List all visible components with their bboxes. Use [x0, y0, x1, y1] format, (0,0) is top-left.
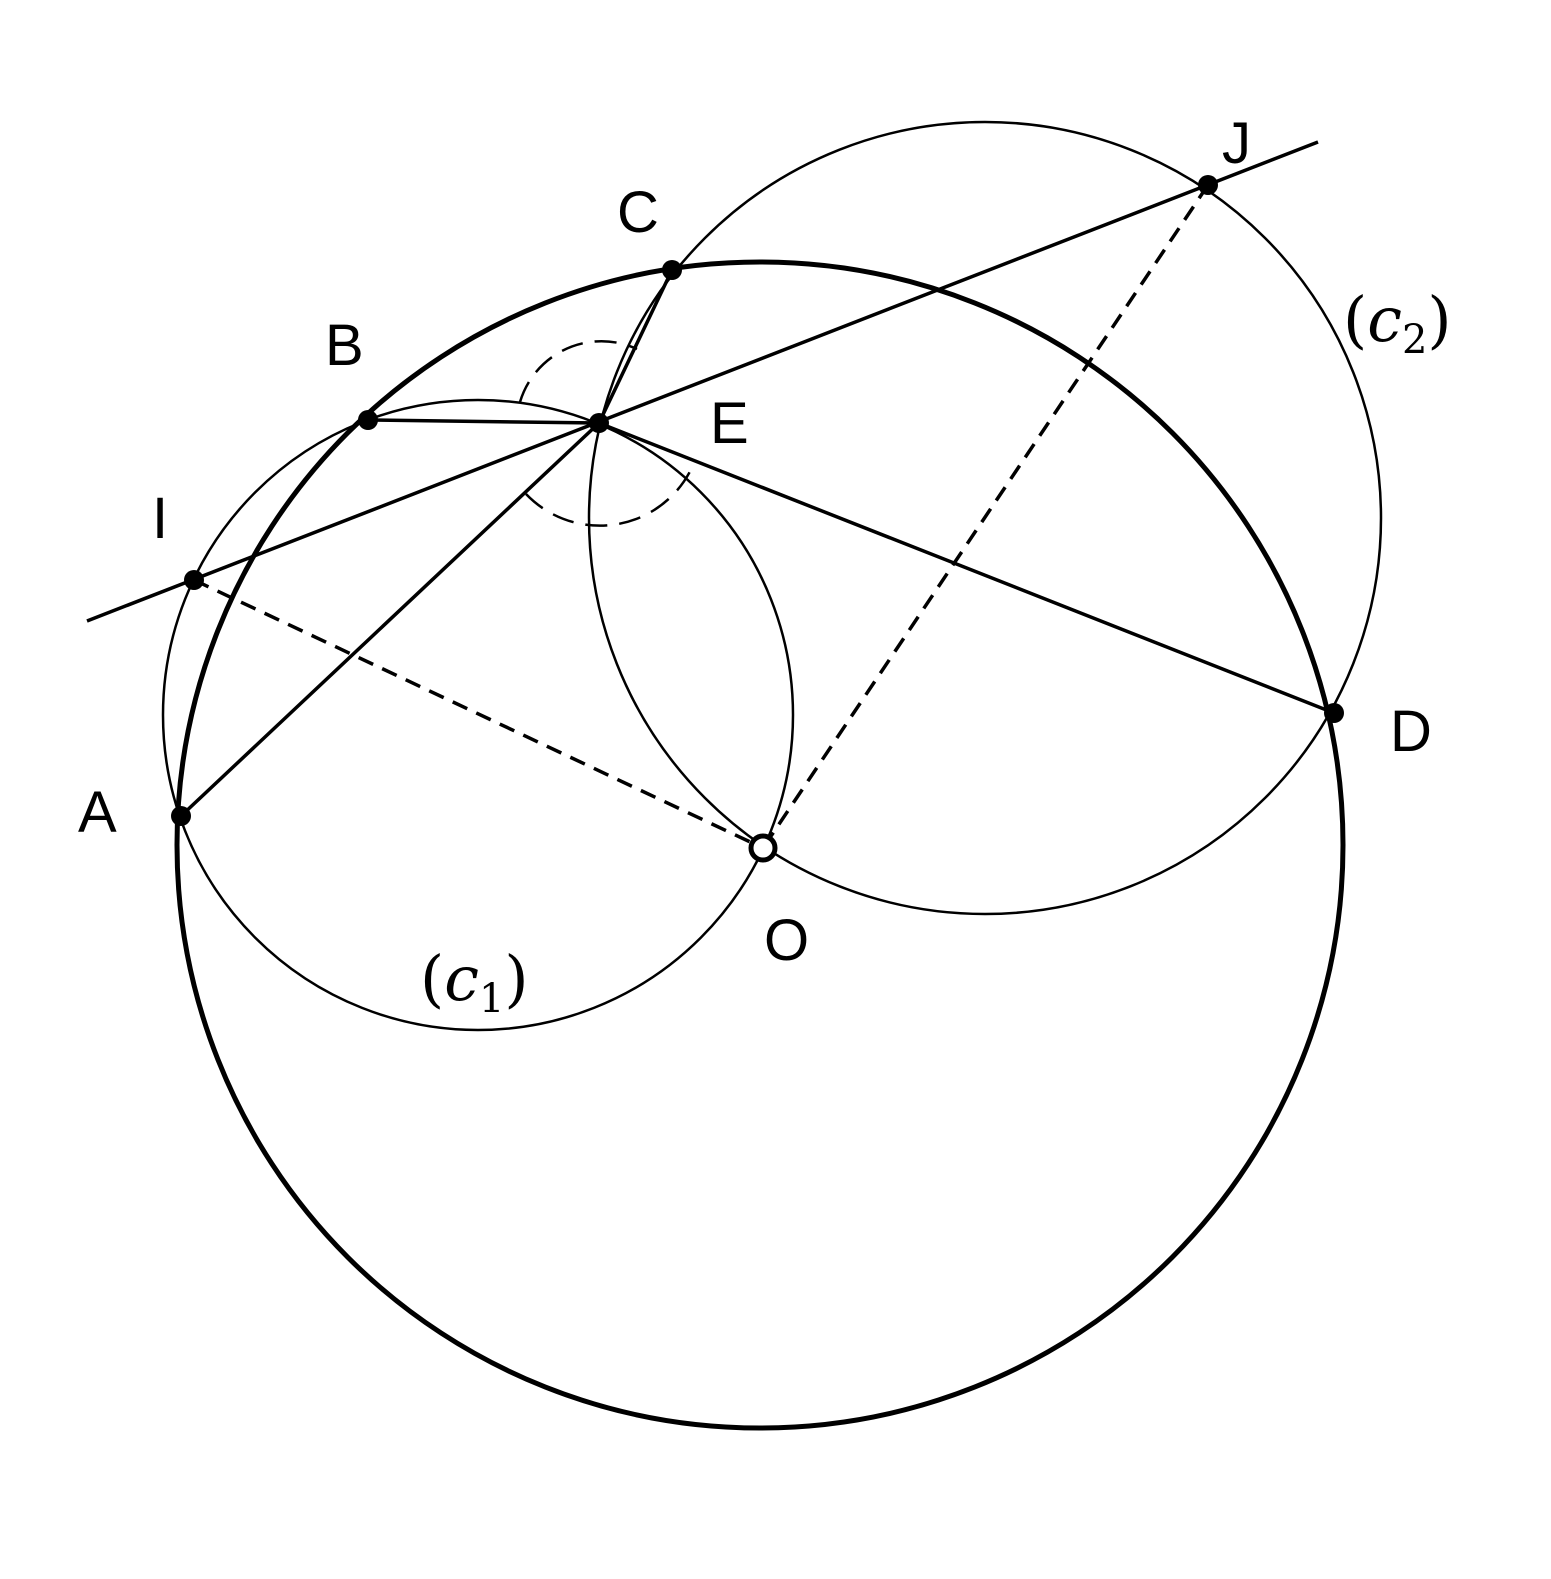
label-circle-c1: (c1) — [420, 942, 529, 1022]
main-circle — [174, 259, 1346, 1431]
point-c — [662, 260, 682, 280]
circle-c1 — [161, 398, 795, 1032]
circle-c2 — [587, 120, 1383, 916]
point-i — [184, 570, 204, 590]
label-o: O — [764, 908, 809, 973]
label-a: A — [78, 780, 117, 845]
segment-de — [598, 421, 1335, 715]
label-c: C — [617, 180, 659, 245]
angle-arc-lower — [525, 462, 696, 527]
point-b — [358, 410, 378, 430]
segment-ae — [179, 421, 601, 818]
line-ij — [86, 140, 1319, 623]
dashed-segment-jo — [761, 184, 1210, 849]
dashed-segment-io — [193, 578, 764, 850]
point-j — [1198, 175, 1218, 195]
label-b: B — [325, 313, 364, 378]
angle-arc-upper — [518, 339, 638, 403]
label-e: E — [710, 391, 749, 456]
point-d — [1324, 703, 1344, 723]
segment-ce — [597, 269, 674, 424]
label-circle-c2: (c2) — [1343, 283, 1452, 363]
label-d: D — [1390, 699, 1432, 764]
segment-be — [367, 418, 600, 425]
label-j: J — [1222, 111, 1251, 176]
label-i: I — [152, 486, 168, 551]
point-a — [171, 806, 191, 826]
point-o — [748, 833, 778, 863]
point-e — [589, 413, 609, 433]
